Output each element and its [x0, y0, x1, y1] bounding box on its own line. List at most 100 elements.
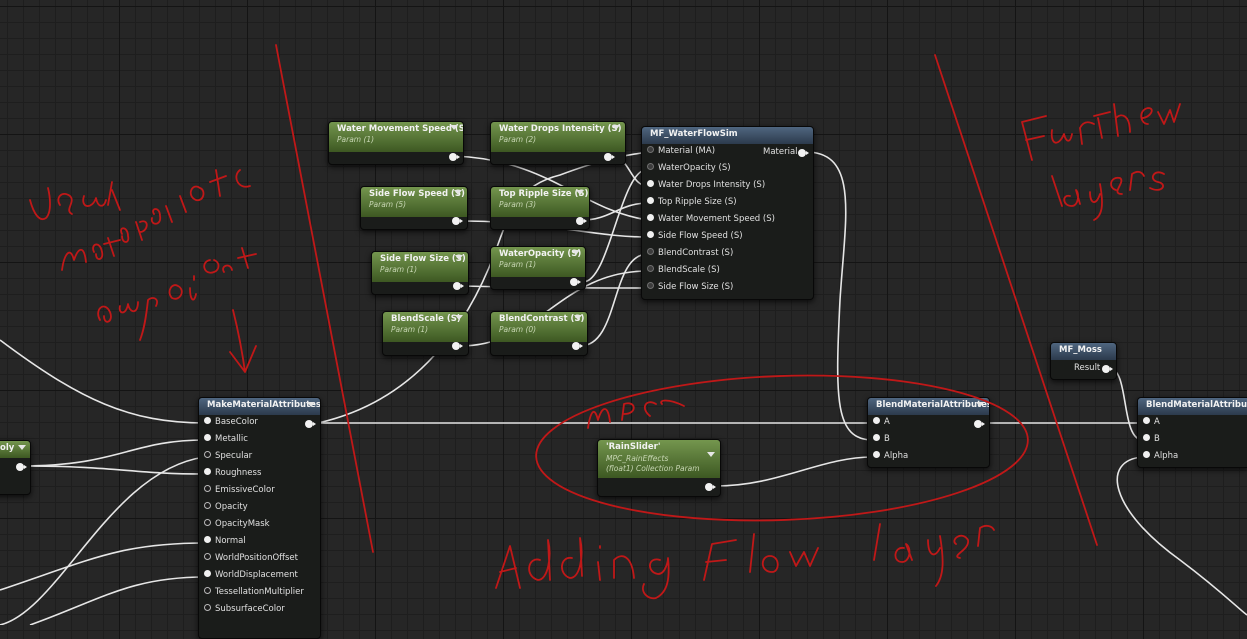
- input-pin[interactable]: [204, 417, 211, 424]
- chevron-down-icon[interactable]: [612, 125, 620, 130]
- param-node-water-opacity[interactable]: WaterOpacity (S)Param (1): [490, 246, 586, 290]
- input-pin-row[interactable]: Side Flow Speed (S): [647, 231, 743, 245]
- input-pin[interactable]: [204, 587, 211, 594]
- input-pin-row[interactable]: Normal: [204, 536, 246, 550]
- down-arrow: [229, 309, 257, 373]
- input-pin-row[interactable]: WorldPositionOffset: [204, 553, 298, 567]
- input-pin-row[interactable]: B: [873, 434, 890, 448]
- input-pin-row[interactable]: Material (MA): [647, 146, 715, 160]
- function-node-mf-moss[interactable]: MF_Moss Result: [1050, 342, 1117, 380]
- wire: [805, 151, 874, 441]
- input-pin-row[interactable]: EmissiveColor: [204, 485, 275, 499]
- scribble-adding-flow-layer: [495, 523, 995, 600]
- output-pin[interactable]: [576, 217, 587, 225]
- input-pin[interactable]: [647, 214, 654, 221]
- make-material-attributes-node[interactable]: MakeMaterialAttributes BaseColor Metalli…: [198, 397, 321, 639]
- input-pin[interactable]: [647, 146, 654, 153]
- input-pin[interactable]: [204, 502, 211, 509]
- input-pin-row[interactable]: Side Flow Size (S): [647, 282, 733, 296]
- param-node-blend-contrast[interactable]: BlendContrast (S)Param (0): [490, 311, 588, 356]
- output-pin[interactable]: [449, 153, 460, 161]
- output-pin[interactable]: [572, 342, 583, 350]
- output-pin[interactable]: [453, 282, 464, 290]
- input-pin[interactable]: [204, 434, 211, 441]
- function-node-water-flow-sim[interactable]: MF_WaterFlowSim Material (MA) WaterOpaci…: [641, 126, 814, 300]
- input-pin-row[interactable]: Roughness: [204, 468, 261, 482]
- input-pin[interactable]: [647, 197, 654, 204]
- node-subtitle: MPC_RainEffects: [606, 454, 669, 463]
- param-node-top-ripple-size[interactable]: Top Ripple Size (S)Param (3): [490, 186, 590, 230]
- input-pin[interactable]: [204, 536, 211, 543]
- param-node-side-flow-speed[interactable]: Side Flow Speed (S)Param (5): [360, 186, 468, 230]
- param-node-water-movement-speed[interactable]: Water Movement Speed (S)Param (1): [328, 121, 464, 165]
- input-pin-row[interactable]: SubsurfaceColor: [204, 604, 285, 618]
- input-pin[interactable]: [647, 180, 654, 187]
- chevron-down-icon[interactable]: [455, 315, 463, 320]
- blend-material-attributes-node-2[interactable]: BlendMaterialAttributes A B Alpha: [1137, 397, 1247, 468]
- output-pin[interactable]: [705, 483, 716, 491]
- input-pin-row[interactable]: Specular: [204, 451, 252, 465]
- input-pin-row[interactable]: WaterOpacity (S): [647, 163, 731, 177]
- input-pin-row[interactable]: Water Drops Intensity (S): [647, 180, 765, 194]
- chevron-down-icon[interactable]: [572, 250, 580, 255]
- input-pin-row[interactable]: OpacityMask: [204, 519, 270, 533]
- node-title: Top Ripple Size (S): [499, 189, 589, 199]
- input-pin-row[interactable]: B: [1143, 434, 1160, 448]
- input-pin-row[interactable]: Top Ripple Size (S): [647, 197, 737, 211]
- input-pin-row[interactable]: BlendContrast (S): [647, 248, 733, 262]
- input-pin-row[interactable]: Metallic: [204, 434, 248, 448]
- chevron-down-icon[interactable]: [576, 190, 584, 195]
- chevron-down-icon[interactable]: [307, 402, 315, 407]
- input-pin[interactable]: [647, 163, 654, 170]
- input-pin-row[interactable]: BaseColor: [204, 417, 258, 431]
- output-pin[interactable]: [452, 217, 463, 225]
- chevron-down-icon[interactable]: [707, 452, 715, 457]
- input-pin[interactable]: [647, 231, 654, 238]
- input-pin-row[interactable]: Alpha: [1143, 451, 1178, 465]
- input-pin[interactable]: [204, 451, 211, 458]
- input-pin-row[interactable]: A: [873, 417, 890, 431]
- input-pin[interactable]: [204, 485, 211, 492]
- param-node-side-flow-size[interactable]: Side Flow Size (S)Param (1): [371, 251, 469, 295]
- param-node-blend-scale[interactable]: BlendScale (S)Param (1): [382, 311, 469, 356]
- input-pin[interactable]: [204, 519, 211, 526]
- input-pin[interactable]: [873, 434, 880, 441]
- output-pin[interactable]: [570, 278, 581, 286]
- input-pin-row[interactable]: Alpha: [873, 451, 908, 465]
- chevron-down-icon[interactable]: [18, 445, 26, 450]
- blend-material-attributes-node-1[interactable]: BlendMaterialAttributes A B Alpha: [867, 397, 990, 468]
- input-pin-row[interactable]: TessellationMultiplier: [204, 587, 304, 601]
- input-pin[interactable]: [204, 604, 211, 611]
- chevron-down-icon[interactable]: [454, 190, 462, 195]
- input-pin[interactable]: [647, 248, 654, 255]
- chevron-down-icon[interactable]: [455, 255, 463, 260]
- input-pin[interactable]: [204, 468, 211, 475]
- input-pin-row[interactable]: BlendScale (S): [647, 265, 720, 279]
- input-pin-row[interactable]: WorldDisplacement: [204, 570, 298, 584]
- chevron-down-icon[interactable]: [574, 315, 582, 320]
- collection-param-node-rain-slider[interactable]: 'RainSlider' MPC_RainEffects (float1) Co…: [597, 439, 721, 497]
- input-pin[interactable]: [873, 417, 880, 424]
- partial-node-left[interactable]: oly: [0, 440, 31, 495]
- output-pin[interactable]: [604, 153, 615, 161]
- param-node-water-drops-intensity[interactable]: Water Drops Intensity (S)Param (2): [490, 121, 626, 165]
- chevron-down-icon[interactable]: [450, 125, 458, 130]
- output-pin[interactable]: [16, 463, 27, 471]
- output-pin[interactable]: [305, 420, 316, 428]
- input-pin-row[interactable]: A: [1143, 417, 1160, 431]
- input-pin-row[interactable]: Opacity: [204, 502, 248, 516]
- input-pin[interactable]: [1143, 434, 1150, 441]
- output-pin[interactable]: [1102, 365, 1113, 373]
- input-pin[interactable]: [1143, 451, 1150, 458]
- input-pin[interactable]: [1143, 417, 1150, 424]
- input-pin[interactable]: [873, 451, 880, 458]
- output-pin[interactable]: [798, 149, 809, 157]
- output-pin[interactable]: [974, 420, 985, 428]
- input-pin[interactable]: [647, 265, 654, 272]
- input-pin[interactable]: [204, 570, 211, 577]
- chevron-down-icon[interactable]: [976, 402, 984, 407]
- output-pin[interactable]: [452, 342, 463, 350]
- input-pin[interactable]: [204, 553, 211, 560]
- input-pin-row[interactable]: Water Movement Speed (S): [647, 214, 775, 228]
- input-pin[interactable]: [647, 282, 654, 289]
